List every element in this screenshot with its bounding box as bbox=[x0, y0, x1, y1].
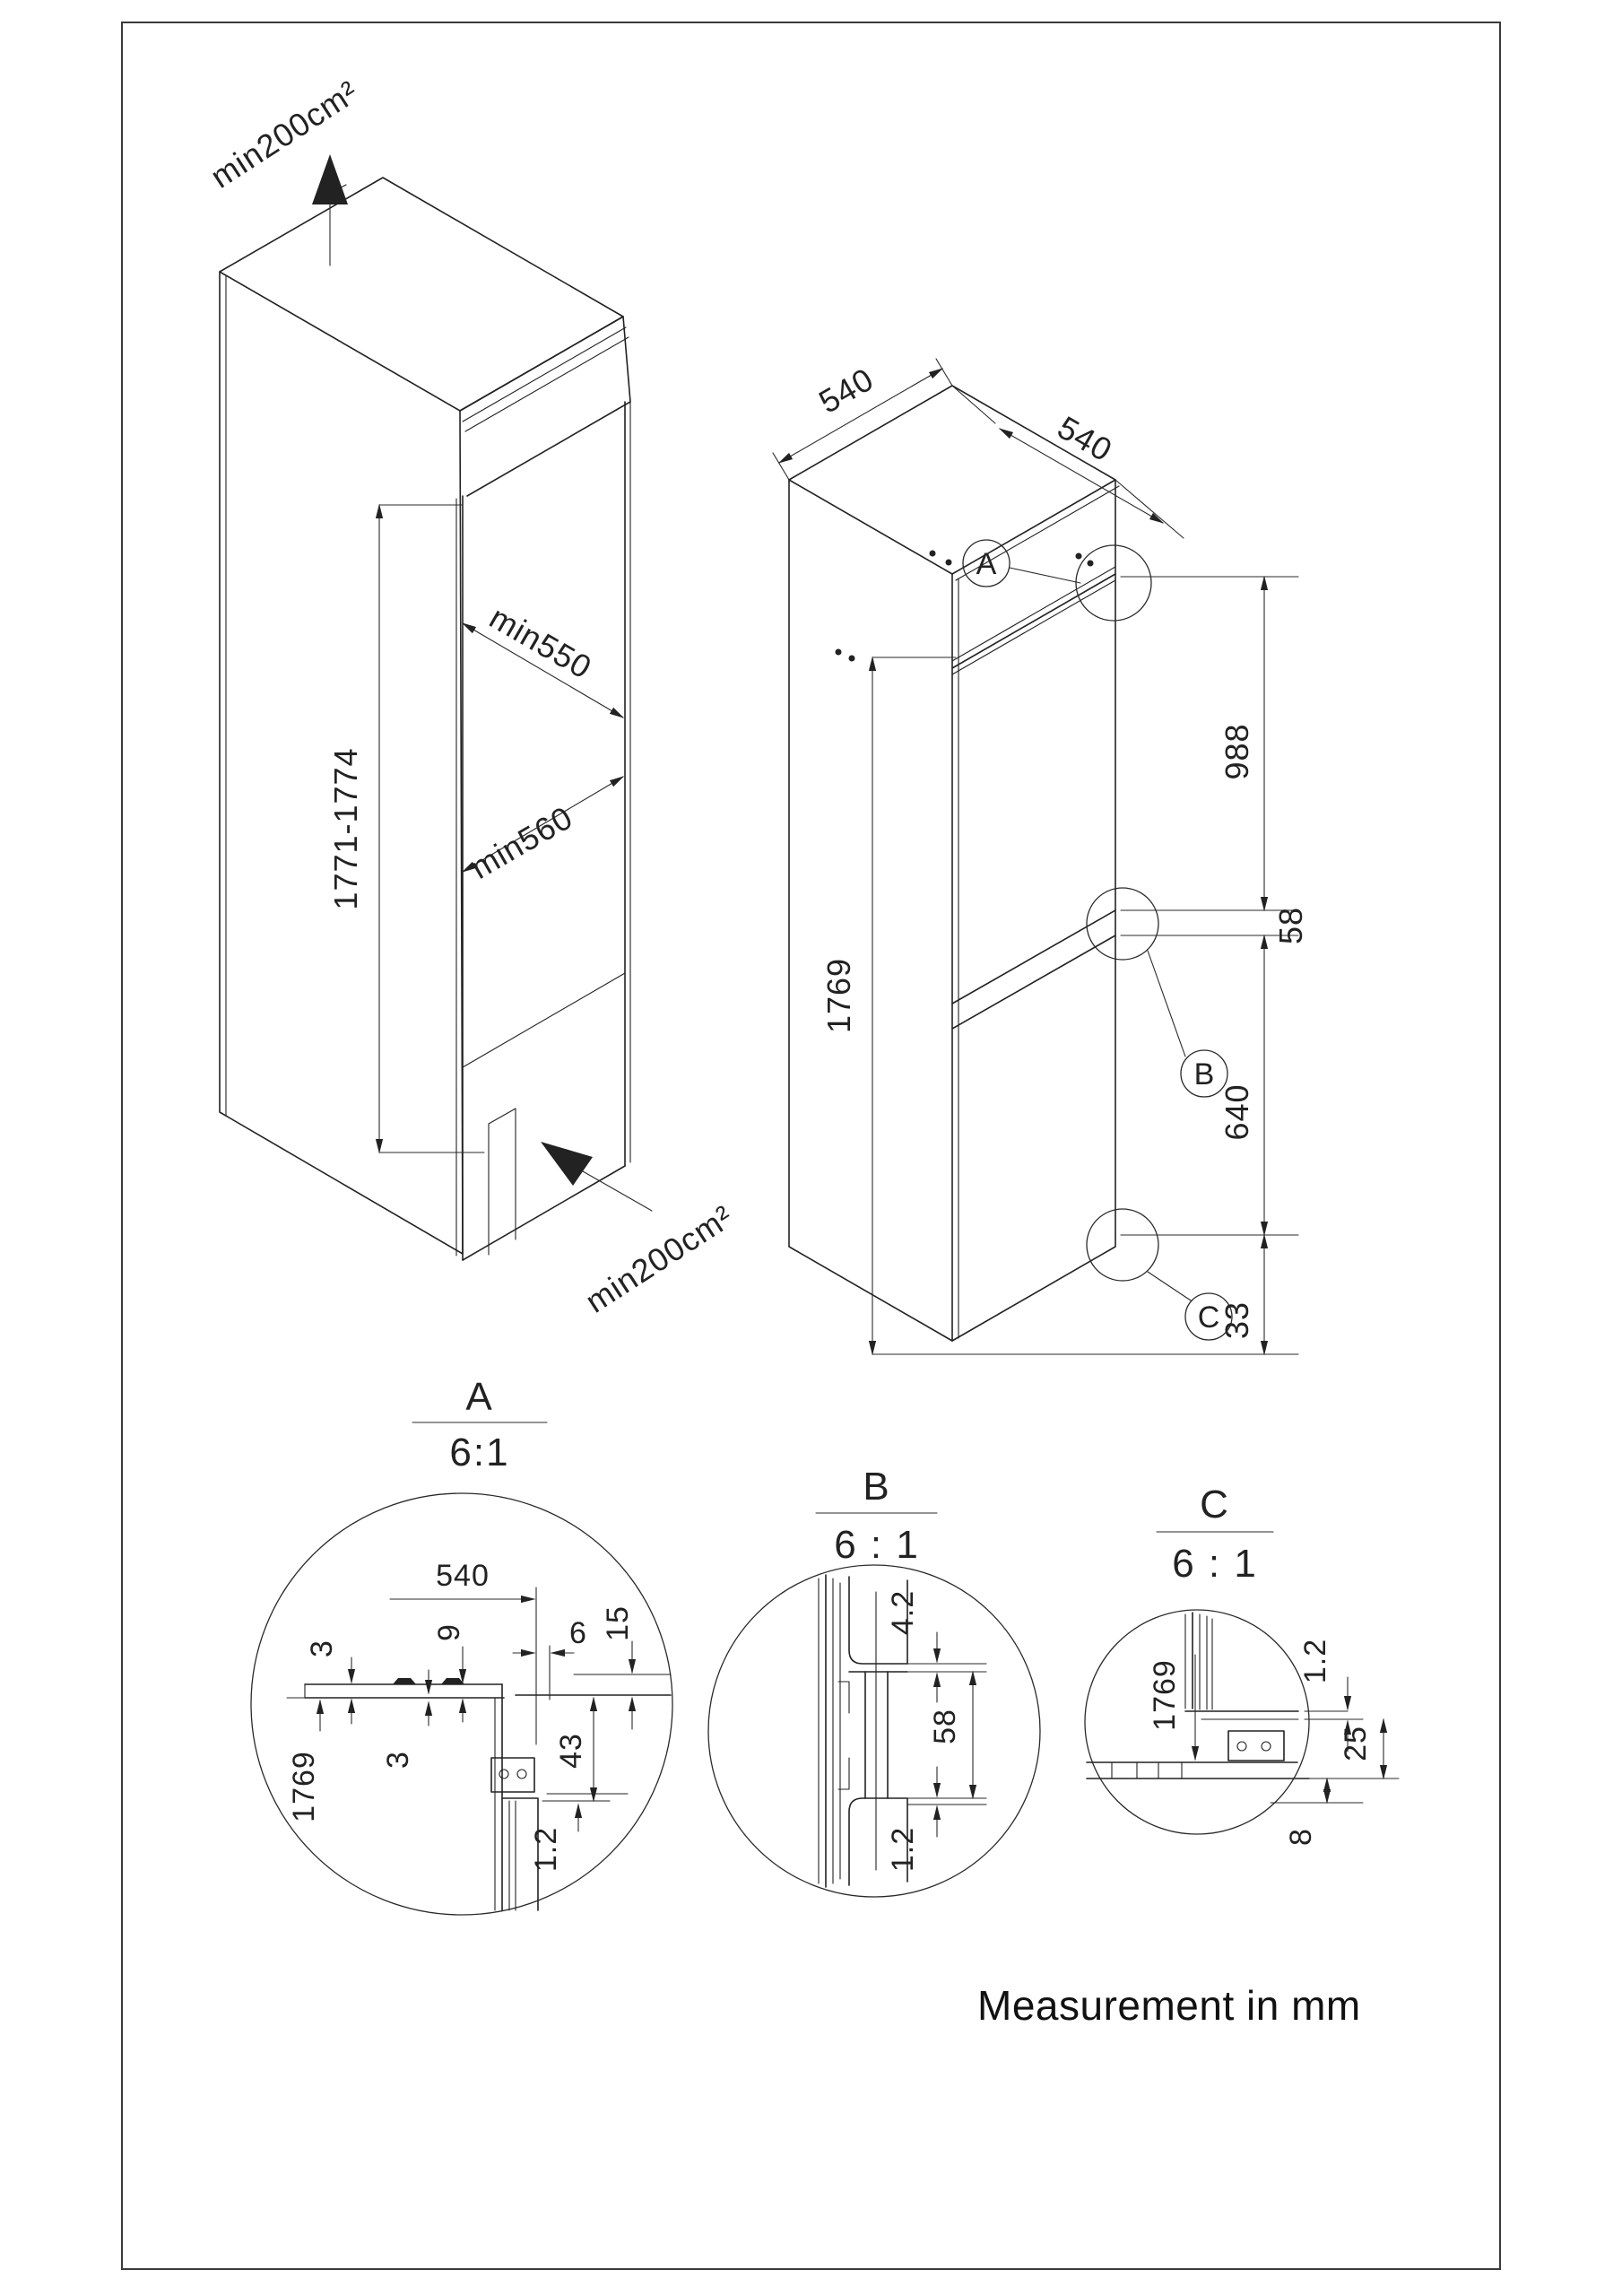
detail-b-scale: 6 : 1 bbox=[834, 1523, 920, 1567]
detail-marker-c bbox=[1086, 1208, 1159, 1282]
detail-b-dim-4-2: 4.2 bbox=[886, 1590, 920, 1635]
detail-b-dim-58: 58 bbox=[928, 1709, 962, 1744]
detail-a-dim-9: 9 bbox=[432, 1623, 466, 1641]
detail-a-dim-43: 43 bbox=[554, 1733, 588, 1769]
detail-a-dim-3-top: 3 bbox=[305, 1639, 339, 1657]
detail-b-dim-1-2: 1.2 bbox=[886, 1827, 920, 1872]
appliance-height-label: 1769 bbox=[820, 958, 857, 1033]
appliance-iso-view: A B C 540 540 1769 988 58 bbox=[772, 358, 1309, 1356]
vent-top-label: min200cm² bbox=[204, 73, 365, 195]
detail-c-scale: 6 : 1 bbox=[1172, 1542, 1258, 1586]
detail-a-scale: 6:1 bbox=[449, 1431, 509, 1474]
detail-c-dim-25: 25 bbox=[1339, 1726, 1373, 1761]
top-width-label: 540 bbox=[1052, 409, 1119, 469]
vent-bottom-label: min200cm² bbox=[579, 1197, 740, 1319]
detail-c-title: C bbox=[1200, 1483, 1230, 1526]
detail-c-dim-1769: 1769 bbox=[1148, 1659, 1182, 1731]
detail-a-dim-1769: 1769 bbox=[287, 1751, 321, 1822]
top-depth-label: 540 bbox=[812, 361, 880, 421]
niche-height-label: 1771-1774 bbox=[327, 747, 364, 909]
callout-a-label: A bbox=[976, 547, 997, 581]
detail-c-dim-8: 8 bbox=[1284, 1828, 1318, 1846]
detail-a-dim-3-mid: 3 bbox=[381, 1751, 415, 1769]
detail-marker-b bbox=[1086, 887, 1159, 961]
detail-view-a: A 6:1 540 3 9 bbox=[250, 1375, 673, 1916]
detail-a-dim-1-2: 1.2 bbox=[529, 1827, 563, 1872]
detail-view-c: C 6 : 1 1769 1.2 25 bbox=[1084, 1483, 1400, 1846]
plinth-label: 33 bbox=[1219, 1301, 1255, 1339]
detail-a-dim-6: 6 bbox=[569, 1616, 587, 1650]
callout-c-label: C bbox=[1198, 1300, 1220, 1335]
hinge-gap-label: 58 bbox=[1272, 907, 1309, 944]
detail-a-title: A bbox=[465, 1375, 493, 1419]
callout-b-label: B bbox=[1194, 1057, 1215, 1091]
callout-a-balloon bbox=[962, 539, 1010, 587]
detail-view-b: B 6 : 1 4.2 58 1.2 bbox=[707, 1465, 1041, 1898]
detail-b-title: B bbox=[863, 1465, 890, 1509]
detail-a-dim-15: 15 bbox=[601, 1605, 635, 1641]
callout-c-balloon bbox=[1184, 1292, 1233, 1341]
lower-door-label: 640 bbox=[1219, 1083, 1255, 1140]
page-border bbox=[121, 22, 1501, 2270]
measurement-note: Measurement in mm bbox=[977, 1982, 1361, 2029]
detail-marker-a bbox=[1075, 544, 1152, 622]
niche-width-label: min560 bbox=[464, 798, 579, 886]
upper-door-label: 988 bbox=[1219, 723, 1255, 779]
callout-b-balloon bbox=[1180, 1049, 1228, 1098]
cabinet-iso-view: min200cm² min200cm² 1771-1774 min550 min… bbox=[204, 73, 740, 1319]
niche-depth-label: min550 bbox=[483, 598, 598, 686]
detail-a-dim-540: 540 bbox=[436, 1559, 490, 1593]
detail-c-dim-1-2: 1.2 bbox=[1298, 1639, 1332, 1683]
